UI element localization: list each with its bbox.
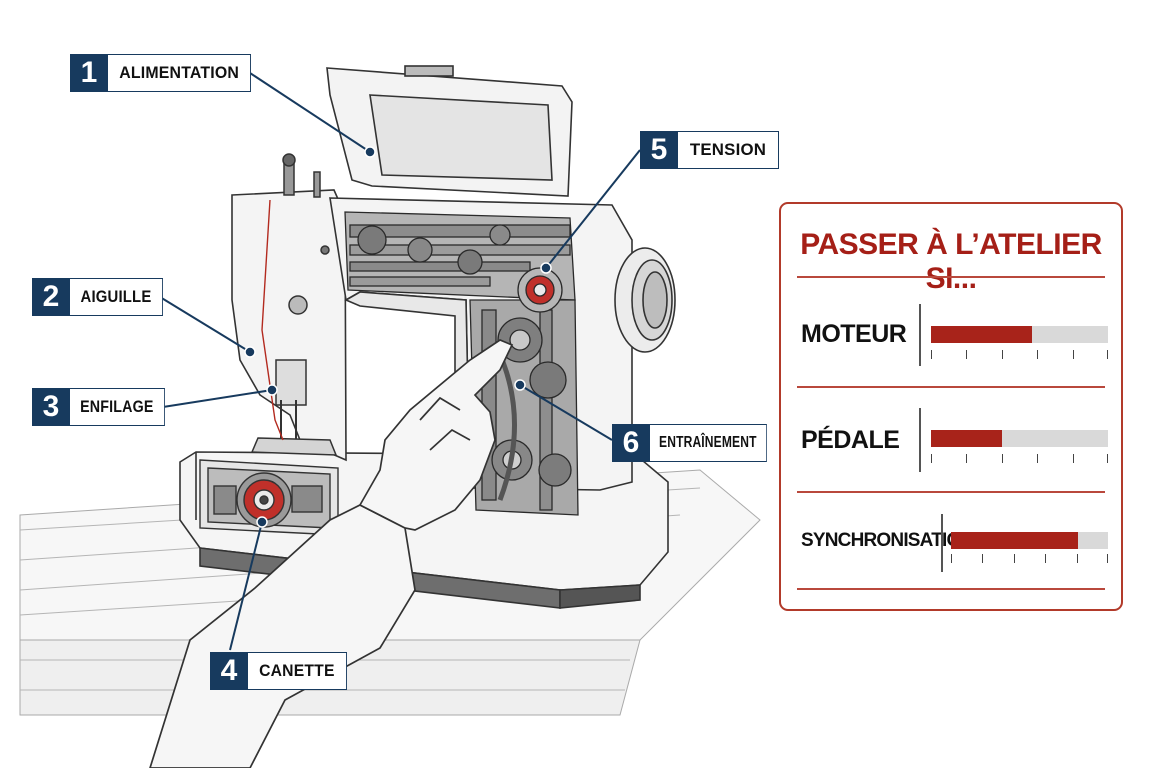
open-lid [326,65,573,197]
callout-label: ENTRAÎNEMENT [650,424,767,462]
divider [797,588,1105,590]
callout-number: 3 [32,388,70,426]
row-label: PÉDALE [801,426,900,454]
row-pedale: PÉDALE [781,392,1121,492]
callout-entrainement: 6 ENTRAÎNEMENT [612,424,805,462]
divider [797,276,1105,278]
row-label: MOTEUR [801,320,907,348]
tick-mark [982,554,984,563]
tick-mark [1037,350,1039,359]
level-bar-pedale [931,430,1108,447]
callout-number: 1 [70,54,108,92]
panel-title: PASSER À L’ATELIER SI... [800,228,1102,295]
level-ticks [951,554,1108,563]
callout-number: 2 [32,278,70,316]
tick-mark [1045,554,1047,563]
row-label: SYNCHRONISATION [801,530,974,551]
tick-mark [951,554,952,563]
tick-mark [1072,454,1074,463]
tick-mark [1001,350,1003,359]
level-ticks [931,350,1108,359]
callout-label: ALIMENTATION [108,54,252,92]
leader-lines [159,72,641,651]
tick-mark [1107,454,1108,463]
row-axis-line [941,514,943,572]
hand-arm [149,339,514,768]
callout-number: 5 [640,131,678,169]
tick-mark [966,350,968,359]
row-axis-line [919,304,921,366]
divider [797,491,1105,493]
tick-mark [966,454,968,463]
tick-mark [1037,454,1039,463]
row-synchronisation: SYNCHRONISATION [781,496,1121,596]
callout-aiguille: 2 AIGUILLE [32,278,176,316]
tick-mark [1072,350,1074,359]
thread [261,199,284,441]
level-bar-moteur [931,326,1108,343]
workshop-panel: PASSER À L’ATELIER SI... MOTEUR PÉDALE S… [779,202,1123,611]
callout-number: 6 [612,424,650,462]
callout-label: ENFILAGE [70,388,165,426]
callout-label: TENSION [678,131,779,169]
callout-label: AIGUILLE [70,278,163,316]
level-bar-fill [931,326,1032,343]
bobbin-compartment [199,459,339,536]
level-ticks [931,454,1108,463]
level-bar-fill [951,532,1079,549]
row-moteur: MOTEUR [781,284,1121,384]
tick-mark [931,454,932,463]
callout-canette: 4 CANETTE [210,652,355,690]
level-bar-fill [931,430,1002,447]
level-bar-synchronisation [951,532,1108,549]
tick-mark [1013,554,1015,563]
callout-number: 4 [210,652,248,690]
hand-wheel [614,247,676,353]
row-axis-line [919,408,921,472]
tick-mark [1107,554,1108,563]
tick-mark [1001,454,1003,463]
callout-tension: 5 TENSION [640,131,780,169]
tick-mark [1076,554,1078,563]
divider [797,386,1105,388]
tick-mark [1107,350,1108,359]
needle-assembly [250,153,338,456]
callout-label: CANETTE [248,652,347,690]
callout-enfilage: 3 ENFILAGE [32,388,183,426]
callout-alimentation: 1 ALIMENTATION [70,54,261,92]
tick-mark [931,350,932,359]
